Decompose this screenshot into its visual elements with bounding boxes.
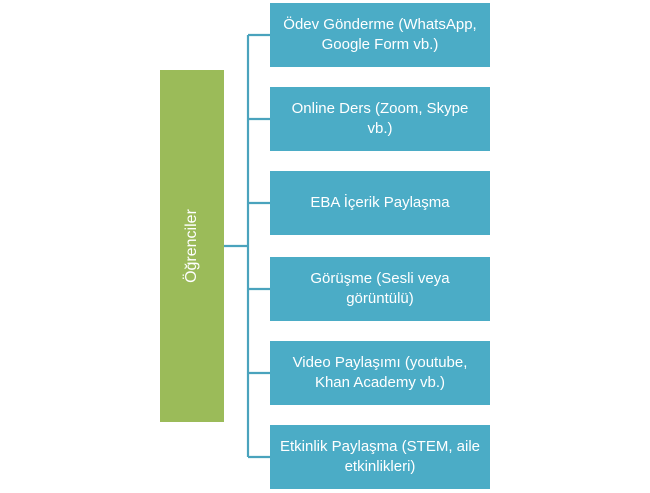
root-node: Öğrenciler — [160, 70, 224, 422]
child-node-activity-sharing: Etkinlik Paylaşma (STEM, aile etkinlikle… — [270, 425, 490, 489]
child-node-label: Etkinlik Paylaşma (STEM, aile etkinlikle… — [279, 438, 481, 475]
child-node-online-lesson: Online Ders (Zoom, Skype vb.) — [270, 87, 490, 151]
child-node-meeting: Görüşme (Sesli veya görüntülü) — [270, 257, 490, 321]
child-node-label: Online Ders (Zoom, Skype vb.) — [291, 100, 469, 137]
child-node-video-sharing: Video Paylaşımı (youtube, Khan Academy v… — [270, 341, 490, 405]
child-node-homework-submission: Ödev Gönderme (WhatsApp, Google Form vb.… — [270, 3, 490, 67]
child-node-label: Ödev Gönderme (WhatsApp, Google Form vb.… — [283, 16, 477, 53]
root-node-label: Öğrenciler — [183, 209, 200, 283]
child-node-label: EBA İçerik Paylaşma — [310, 194, 450, 211]
child-node-label: Görüşme (Sesli veya görüntülü) — [310, 270, 450, 307]
child-node-label: Video Paylaşımı (youtube, Khan Academy v… — [292, 354, 468, 391]
child-node-eba-content: EBA İçerik Paylaşma — [270, 171, 490, 235]
